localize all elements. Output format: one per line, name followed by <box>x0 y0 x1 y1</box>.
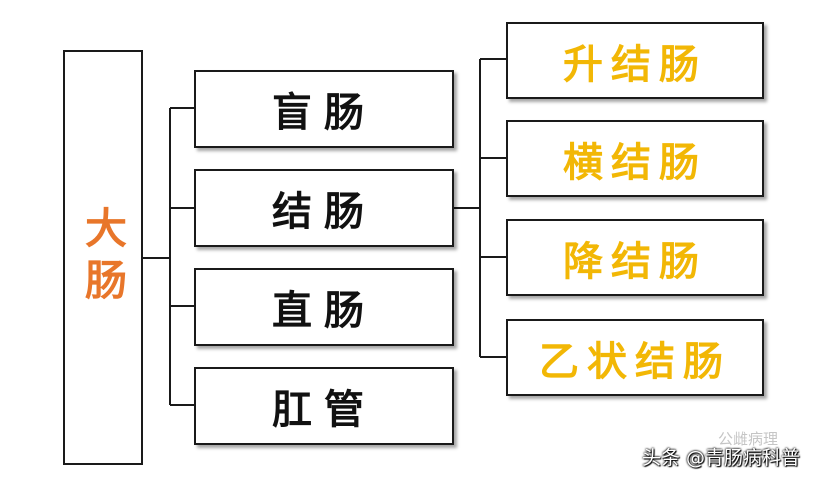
node-label: 降结肠 <box>563 238 707 285</box>
watermark-text: 头条 @青肠病科普 <box>642 447 801 469</box>
root-node-large-intestine: 大肠 <box>63 50 143 465</box>
node-colon: 结肠 <box>194 169 454 247</box>
node-label: 横结肠 <box>563 139 707 186</box>
watermark-faint: 公雌病理 <box>718 430 779 448</box>
node-anal-canal: 肛管 <box>194 367 454 445</box>
node-label: 结肠 <box>272 189 376 235</box>
root-node-label: 大肠 <box>78 205 128 310</box>
node-label: 盲肠 <box>272 90 376 136</box>
node-transverse-colon: 横结肠 <box>506 120 764 197</box>
node-cecum: 盲肠 <box>194 70 454 148</box>
node-label: 乙状结肠 <box>539 338 731 385</box>
node-rectum: 直肠 <box>194 268 454 346</box>
node-sigmoid-colon: 乙状结肠 <box>506 319 764 396</box>
node-ascending-colon: 升结肠 <box>506 22 764 99</box>
node-label: 肛管 <box>272 387 376 433</box>
node-descending-colon: 降结肠 <box>506 219 764 296</box>
node-label: 直肠 <box>272 288 376 334</box>
node-label: 升结肠 <box>563 41 707 88</box>
